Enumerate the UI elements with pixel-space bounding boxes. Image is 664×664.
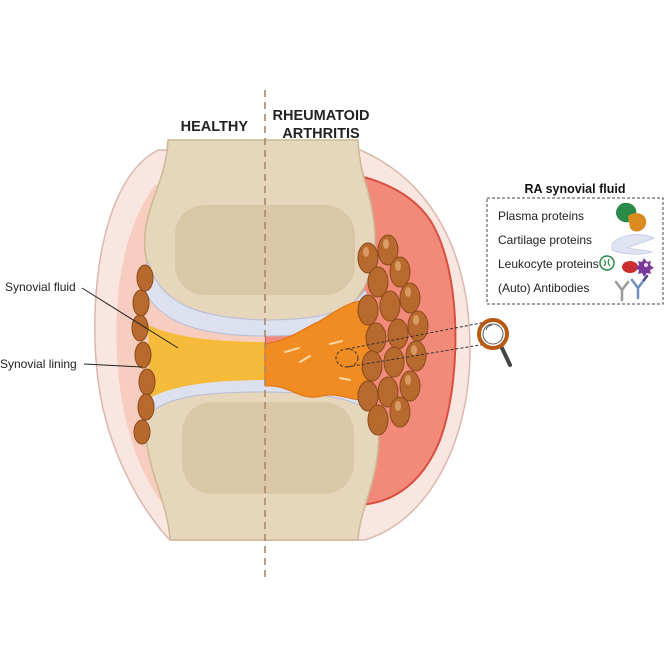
ra-box-item-label: Cartilage proteins [498, 233, 592, 247]
ra-synovial-proliferation [357, 234, 429, 436]
header-healthy: HEALTHY [181, 119, 249, 135]
header-ra-line1: RHEUMATOID [273, 108, 370, 124]
antibody-icon [614, 274, 649, 302]
ra-box-title: RA synovial fluid [525, 182, 626, 196]
healthy-synovial-fluid [148, 325, 265, 398]
lower-bone-marrow [182, 402, 354, 494]
magnifier-icon [477, 318, 512, 367]
leukocyte-protein-icon [599, 255, 654, 277]
cartilage-protein-icon [611, 234, 655, 255]
label-synovial-fluid: Synovial fluid [5, 280, 76, 294]
plasma-protein-icon [616, 202, 647, 232]
header-ra-line2: ARTHRITIS [282, 126, 360, 142]
leader-synovial-lining [83, 363, 143, 368]
label-synovial-lining: Synovial lining [0, 357, 77, 371]
ra-box-item-label: Plasma proteins [498, 209, 584, 223]
healthy-synovial-lining [131, 264, 156, 445]
ra-box-item-label: Leukocyte proteins [498, 257, 599, 271]
ra-box-item-label: (Auto) Antibodies [498, 281, 589, 295]
leader-synovial-fluid [81, 287, 179, 349]
